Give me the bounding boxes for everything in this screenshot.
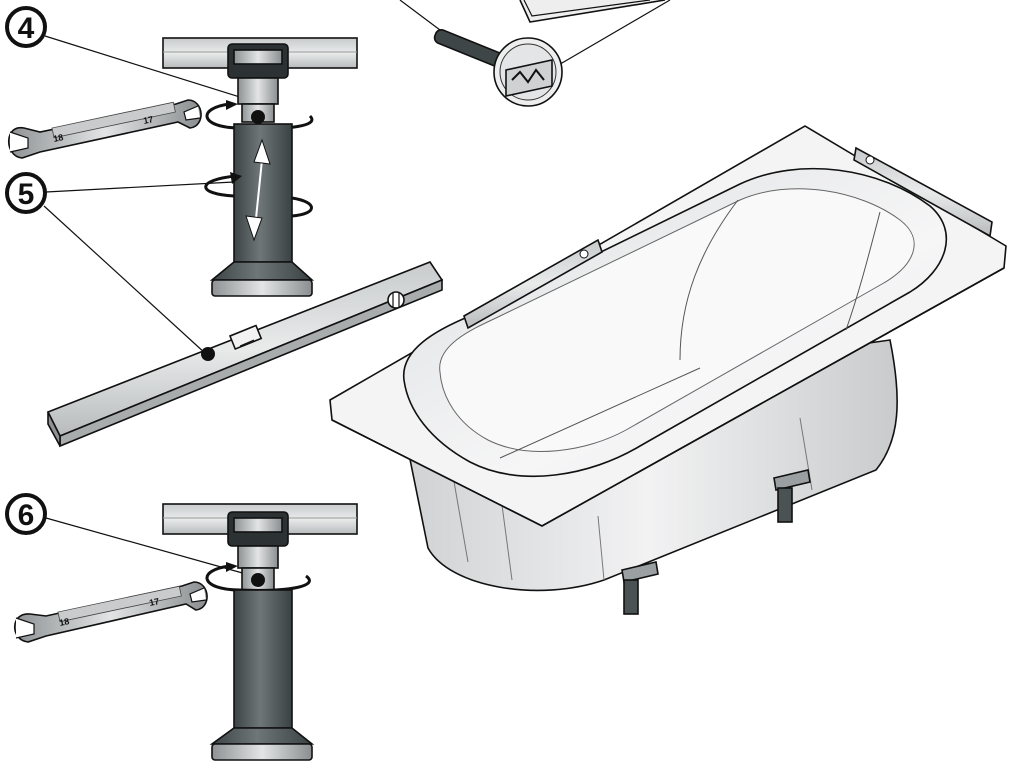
step-4-number: 4: [18, 12, 35, 45]
spirit-level-bar: [46, 261, 444, 448]
top-detail-level-check: [399, 0, 671, 107]
wrench-lower-size-left: 18: [58, 616, 70, 628]
foot-body: [233, 589, 293, 729]
wrench-upper-icon: 18 17: [8, 99, 202, 159]
step-5-number: 5: [18, 178, 35, 211]
step-6-marker: 6: [5, 493, 247, 575]
wrench-lower-size-right: 17: [148, 596, 160, 608]
magnifier-level-bubble-icon: [493, 37, 563, 107]
tub-foot-icon: [621, 561, 659, 615]
wrench-upper-size-right: 17: [142, 114, 154, 126]
rim-level-left: [463, 238, 603, 330]
wrench-lower-icon: 18 17: [14, 581, 208, 643]
height-adjust-arrow-icon: [245, 138, 271, 242]
foot-lower-assembly: [162, 503, 358, 761]
contact-point-icon: [201, 347, 215, 361]
lock-point-icon: [251, 573, 265, 587]
step-5-marker: 5: [5, 172, 235, 355]
step-4-marker: 4: [5, 6, 263, 105]
rotate-arrow-icon: [204, 174, 237, 198]
foot-upper-assembly: [162, 37, 358, 297]
bathtub: [329, 125, 1007, 615]
rim-level-right: [853, 146, 993, 238]
level-vial-icon: [387, 291, 405, 309]
tub-foot-icon: [773, 469, 811, 523]
step-6-number: 6: [18, 499, 35, 532]
wrench-upper-size-left: 18: [52, 132, 64, 144]
level-tool-icon: [433, 29, 504, 67]
lock-point-icon: [251, 110, 265, 124]
